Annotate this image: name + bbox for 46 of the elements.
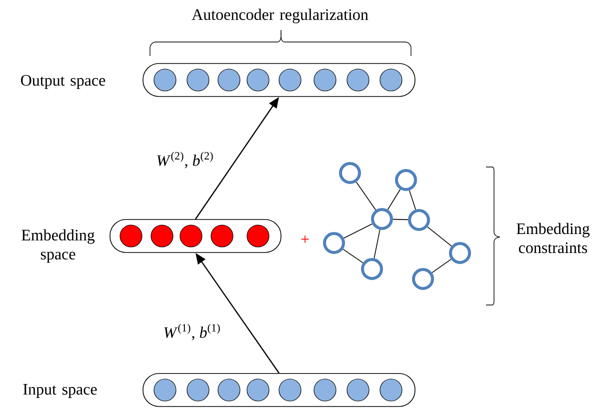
neuron-circle	[380, 68, 402, 92]
neuron-circle	[278, 378, 302, 402]
bracket-label: Autoencoder regularization	[192, 8, 368, 24]
edge-label: W$^{(2)}$, b$^{(2)}$	[157, 152, 213, 168]
bracket-label: Embedding constraints	[516, 222, 590, 254]
graph-edge	[356, 182, 376, 210]
graph-node-circle	[361, 258, 383, 280]
edge-label: W$^{(1)}$, b$^{(1)}$	[164, 324, 220, 340]
neuron-circle	[218, 68, 240, 92]
neuron-circle	[218, 378, 240, 402]
neuron-circle	[314, 68, 336, 92]
neuron-circle	[210, 224, 234, 248]
neuron-circle	[380, 378, 402, 402]
neuron-circle	[314, 378, 336, 402]
neuron-circle	[154, 68, 176, 92]
graph-node-circle	[371, 208, 393, 230]
neuron-circle	[346, 378, 370, 402]
neuron-circle	[120, 224, 142, 248]
graph-edge	[387, 188, 401, 210]
layer-label: Input space	[23, 384, 97, 398]
neuron-circle	[278, 68, 302, 92]
graph-node-circle	[408, 209, 430, 231]
plus-sign: +	[301, 235, 309, 243]
graph-edge	[432, 258, 452, 274]
graph-edge	[392, 218, 408, 220]
graph-edge	[374, 229, 380, 259]
graph-edge	[427, 226, 452, 246]
graph-node-circle	[412, 268, 434, 290]
neuron-circle	[186, 68, 210, 92]
graph-node-circle	[339, 162, 361, 184]
neuron-circle	[154, 378, 176, 402]
neuron-circle	[246, 378, 270, 402]
neuron-circle	[150, 224, 174, 248]
graph-node-circle	[323, 232, 345, 254]
neuron-circle	[246, 68, 270, 92]
layer-label: Output space	[21, 75, 106, 89]
neuron-circle	[180, 224, 202, 248]
graph-edge	[343, 224, 373, 238]
neuron-circle	[346, 68, 370, 92]
neuron-circle	[246, 224, 270, 248]
graph-node-circle	[395, 169, 417, 191]
graph-edge	[342, 248, 364, 264]
graph-edge	[409, 190, 416, 210]
neuron-circle	[186, 378, 210, 402]
graph-node-circle	[449, 242, 471, 264]
layer-label: Embedding space	[22, 229, 95, 263]
